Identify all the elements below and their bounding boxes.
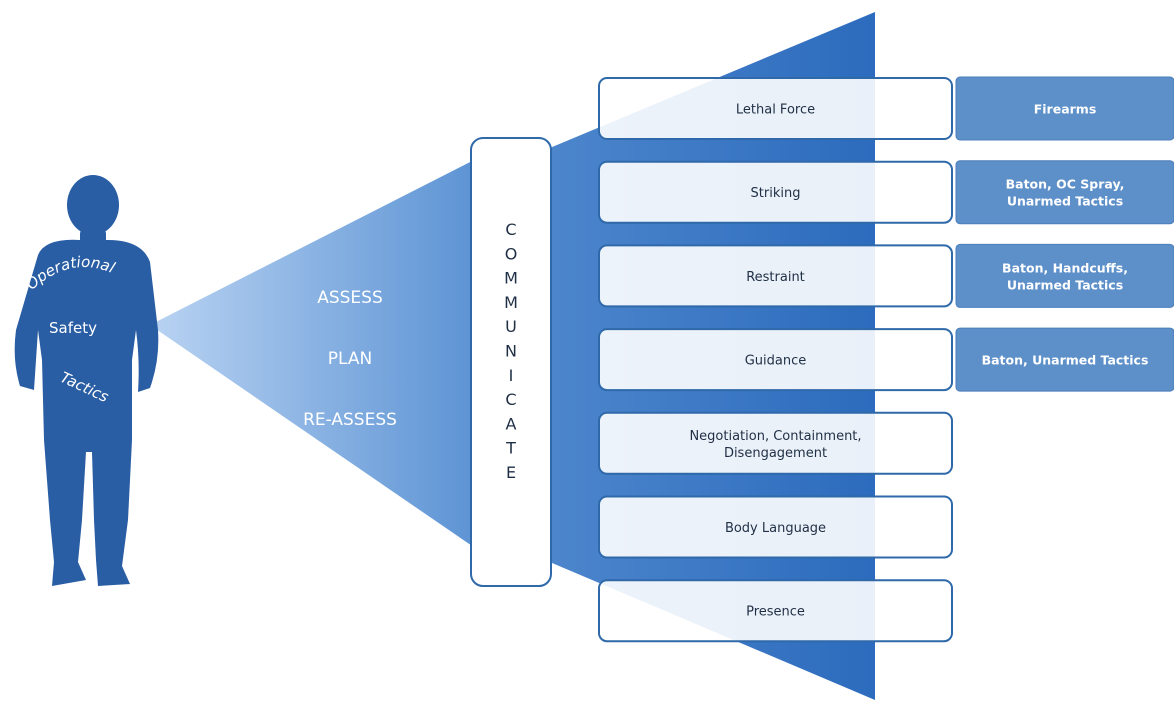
tool-box — [955, 76, 1174, 141]
process-step-assess: ASSESS — [317, 288, 383, 308]
communicate-letter: M — [504, 293, 518, 312]
communicate-letter: M — [504, 269, 518, 288]
level-row: Guidance Baton, Unarmed Tactics — [598, 327, 1174, 392]
communicate-letter: T — [505, 439, 516, 458]
level-box — [598, 244, 953, 308]
tool-label: Unarmed Tactics — [1007, 194, 1123, 209]
communicate-letter: C — [505, 220, 516, 239]
level-row: Restraint Baton, Handcuffs, Unarmed Tactic… — [598, 243, 1174, 308]
tool-label: Firearms — [1034, 102, 1097, 117]
level-row: Striking Baton, OC Spray, Unarmed Tactics — [598, 160, 1174, 225]
communicate-box — [470, 137, 552, 587]
communicate-letter: C — [505, 390, 516, 409]
process-step-plan: PLAN — [328, 349, 372, 369]
tool-box — [955, 243, 1174, 308]
level-box — [598, 328, 953, 392]
level-label: Negotiation, Containment, — [689, 429, 861, 444]
communicate-letter: A — [506, 414, 517, 433]
tool-label: Unarmed Tactics — [1007, 277, 1123, 292]
process-cone — [150, 158, 478, 550]
tool-label: Baton, Unarmed Tactics — [982, 353, 1149, 368]
level-label: Lethal Force — [736, 103, 815, 118]
level-row: Negotiation, Containment, Disengagement — [598, 411, 953, 475]
level-box — [598, 77, 953, 140]
communicate-letter: U — [505, 317, 517, 336]
level-label: Striking — [751, 186, 801, 201]
tool-label: Baton, OC Spray, — [1006, 177, 1125, 192]
level-label: Body Language — [725, 521, 826, 536]
level-label: Presence — [746, 605, 805, 620]
level-row: Lethal Force Firearms — [598, 76, 1174, 141]
tool-box — [955, 160, 1174, 225]
level-row: Body Language — [598, 495, 953, 559]
process-steps: ASSESS PLAN RE-ASSESS — [303, 288, 397, 430]
communicate-letter: I — [509, 366, 514, 385]
tool-box — [955, 327, 1174, 392]
tool-label: Baton, Handcuffs, — [1002, 260, 1128, 275]
process-step-re-assess: RE-ASSESS — [303, 410, 397, 430]
level-label: Disengagement — [724, 446, 827, 461]
level-box — [598, 495, 953, 559]
level-label: Restraint — [746, 270, 805, 285]
level-box — [598, 160, 953, 224]
level-label: Guidance — [745, 354, 807, 369]
level-box — [598, 411, 953, 475]
communicate-letter: O — [505, 244, 518, 263]
level-row: Presence — [598, 579, 953, 643]
communicate-letter: N — [505, 342, 517, 361]
officer-safety-text: Safety — [49, 319, 97, 337]
level-box — [598, 579, 953, 643]
communicate-letter: E — [506, 463, 516, 482]
officer-silhouette-icon — [14, 175, 159, 586]
